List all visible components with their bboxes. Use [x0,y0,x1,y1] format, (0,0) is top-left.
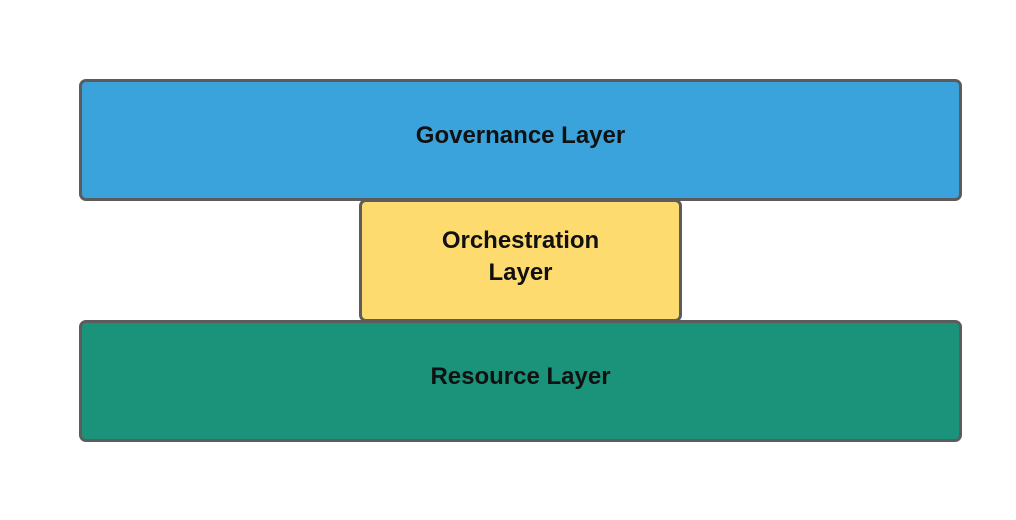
resource-layer-label: Resource Layer [430,363,611,390]
governance-layer-label: Governance Layer [415,122,626,149]
resource-layer-box: Resource Layer [79,320,962,442]
governance-layer-box: Governance Layer [79,79,962,201]
orchestration-layer-box: Orchestration Layer [359,199,682,322]
orchestration-layer-label: Orchestration Layer [441,226,600,286]
